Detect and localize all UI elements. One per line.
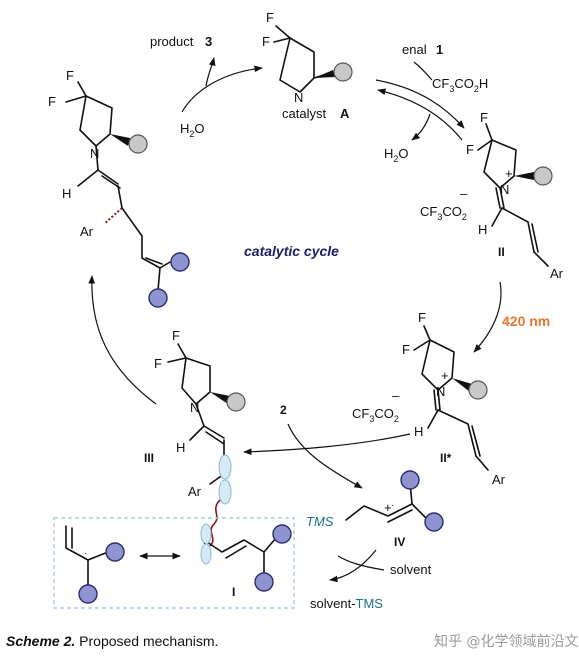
product-arrow [205, 57, 216, 87]
set-arrow [243, 433, 411, 456]
h2o-right-label: H2O [384, 146, 409, 164]
watermark: 知乎 @化学领域前沿文献 [434, 634, 579, 650]
counterion-ii: CF3CO2 [420, 204, 467, 222]
minus-ii: – [460, 186, 468, 201]
enamine-product-structure: F F N H Ar [48, 68, 190, 308]
hydrolysis-arrow [377, 88, 463, 141]
radical-iii-structure: F F N H Ar III [144, 328, 246, 505]
label-iv: IV [394, 535, 405, 549]
svg-text:A: A [340, 106, 350, 121]
water-out-arrow [411, 113, 431, 141]
svg-text:H: H [414, 424, 423, 439]
svg-text:F: F [266, 10, 274, 25]
photoexcitation-arrow [473, 281, 502, 353]
solvent-label: solvent [390, 562, 432, 577]
reagent-arrow [287, 423, 363, 489]
svg-text:H: H [62, 186, 71, 201]
svg-text:F: F [418, 310, 426, 325]
svg-text:F: F [172, 328, 180, 343]
acid-label: CF3CO2H [432, 76, 488, 94]
radical-i-resonance-b: · I [200, 523, 292, 599]
svg-text:F: F [402, 342, 410, 357]
svg-text:F: F [48, 94, 56, 109]
counterion-ii-star: CF3CO2 [352, 406, 399, 424]
reagent-2-label: 2 [280, 403, 287, 417]
solvent-in-curve [337, 555, 385, 571]
svg-text:F: F [466, 142, 474, 157]
enal-number: 1 [436, 42, 443, 57]
release-arrow [181, 65, 263, 113]
svg-text:Ar: Ar [80, 224, 94, 239]
minus-ii-star: – [392, 388, 400, 403]
label-ii-star: II* [440, 451, 452, 465]
condensation-arrow [375, 79, 465, 129]
svg-text:N: N [500, 182, 509, 197]
svg-text:+: + [505, 166, 513, 181]
svg-text:Ar: Ar [550, 266, 564, 281]
radical-i-resonance-a: · [65, 525, 125, 604]
svg-text:+: + [441, 368, 449, 383]
svg-text:N: N [294, 90, 303, 105]
forming-bond [209, 499, 221, 547]
svg-text:H: H [478, 222, 487, 237]
product-label: product [150, 34, 194, 49]
svg-text:catalyst: catalyst [282, 106, 326, 121]
label-ii: II [498, 245, 505, 259]
svg-text:N: N [90, 146, 99, 161]
label-i: I [232, 585, 235, 599]
cycle-label: catalytic cycle [244, 243, 339, 259]
svg-text:H: H [176, 440, 185, 455]
svg-text:·: · [203, 538, 206, 549]
catalyst-a-structure: F F N H catalyst A [262, 10, 353, 121]
svg-text:Ar: Ar [188, 484, 202, 499]
wavelength-label: 420 nm [502, 313, 550, 329]
radical-i-box [53, 517, 295, 609]
product-number: 3 [205, 34, 212, 49]
svg-text:F: F [154, 356, 162, 371]
enal-in-curve [413, 61, 433, 81]
iminium-ii-structure: F F N + H Ar II [466, 110, 564, 281]
enal-label: enal [402, 42, 427, 57]
svg-text:F: F [66, 68, 74, 83]
svg-text:·: · [84, 548, 87, 559]
desilylation-arrow [329, 549, 377, 583]
scheme-caption: Scheme 2. Proposed mechanism. [6, 633, 219, 649]
svg-text:Ar: Ar [492, 472, 506, 487]
excited-iminium-structure: F F N + H Ar II* [402, 310, 506, 487]
svg-text:N: N [436, 384, 445, 399]
svg-text:TMS: TMS [306, 514, 334, 529]
coupling-arrow [88, 275, 157, 405]
svg-text:·: · [391, 500, 394, 510]
label-iii: III [144, 451, 154, 465]
cation-iv-structure: + · TMS IV [306, 470, 444, 549]
svg-text:N: N [190, 400, 199, 415]
h2o-left-label: H2O [180, 121, 205, 139]
svg-text:F: F [262, 34, 270, 49]
svg-text:F: F [480, 110, 488, 125]
svg-text:+: + [384, 500, 392, 515]
solvent-tms-label: solvent-TMS [310, 596, 383, 611]
